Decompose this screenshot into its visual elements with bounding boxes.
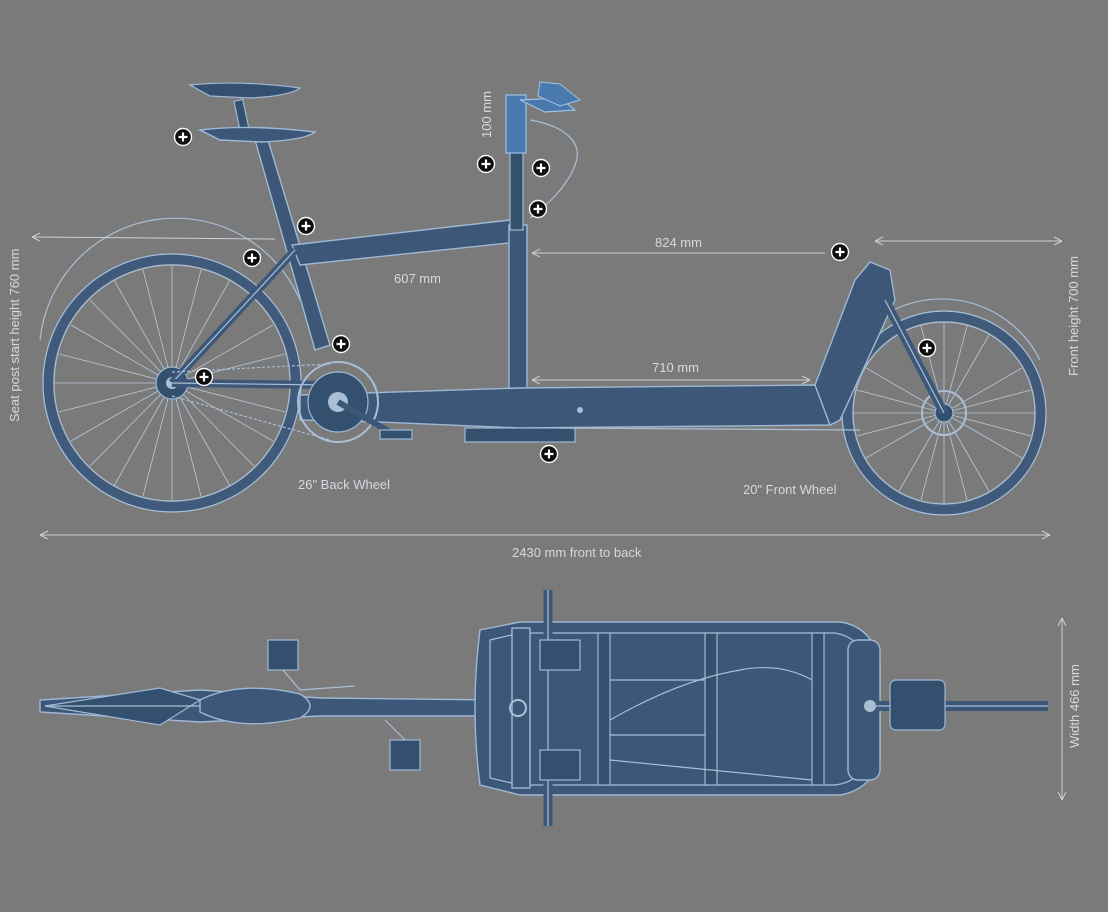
- dimension-labels: 100 mm 824 mm 607 mm 710 mm 26" Back Whe…: [7, 91, 1082, 748]
- back-wheel-label: 26" Back Wheel: [298, 477, 390, 492]
- top-view: [39, 590, 1048, 826]
- front-height-label: Front height 700 mm: [1066, 256, 1081, 376]
- hotspot-seatpost-clamp[interactable]: [296, 216, 316, 236]
- frame: [169, 81, 948, 443]
- rear-wheel: [39, 217, 302, 513]
- hotspots: [173, 127, 937, 464]
- overall-length-label: 2430 mm front to back: [512, 545, 642, 560]
- hotspot-handlebar[interactable]: [528, 199, 548, 219]
- cargo-length-label: 710 mm: [652, 360, 699, 375]
- hotspot-downtube[interactable]: [331, 334, 351, 354]
- hotspot-seat-tube[interactable]: [242, 248, 262, 268]
- hotspot-stem-right[interactable]: [531, 158, 551, 178]
- hotspot-rear-hub[interactable]: [194, 367, 214, 387]
- side-view: 100 mm 824 mm 607 mm 710 mm 26" Back Whe…: [7, 81, 1082, 801]
- front-wheel-label: 20" Front Wheel: [743, 482, 837, 497]
- hotspot-saddle[interactable]: [173, 127, 193, 147]
- width-label: Width 466 mm: [1067, 664, 1082, 748]
- hotspot-stem-left[interactable]: [476, 154, 496, 174]
- top-dim-label: 824 mm: [655, 235, 702, 250]
- hotspot-kickstand[interactable]: [539, 444, 559, 464]
- seat-height-label: Seat post start height 760 mm: [7, 249, 22, 422]
- top-tube-label: 607 mm: [394, 271, 441, 286]
- stem-label: 100 mm: [479, 91, 494, 138]
- hotspot-cargo-front[interactable]: [830, 242, 850, 262]
- dimension-lines: [31, 232, 1067, 801]
- hotspot-front-hub[interactable]: [917, 338, 937, 358]
